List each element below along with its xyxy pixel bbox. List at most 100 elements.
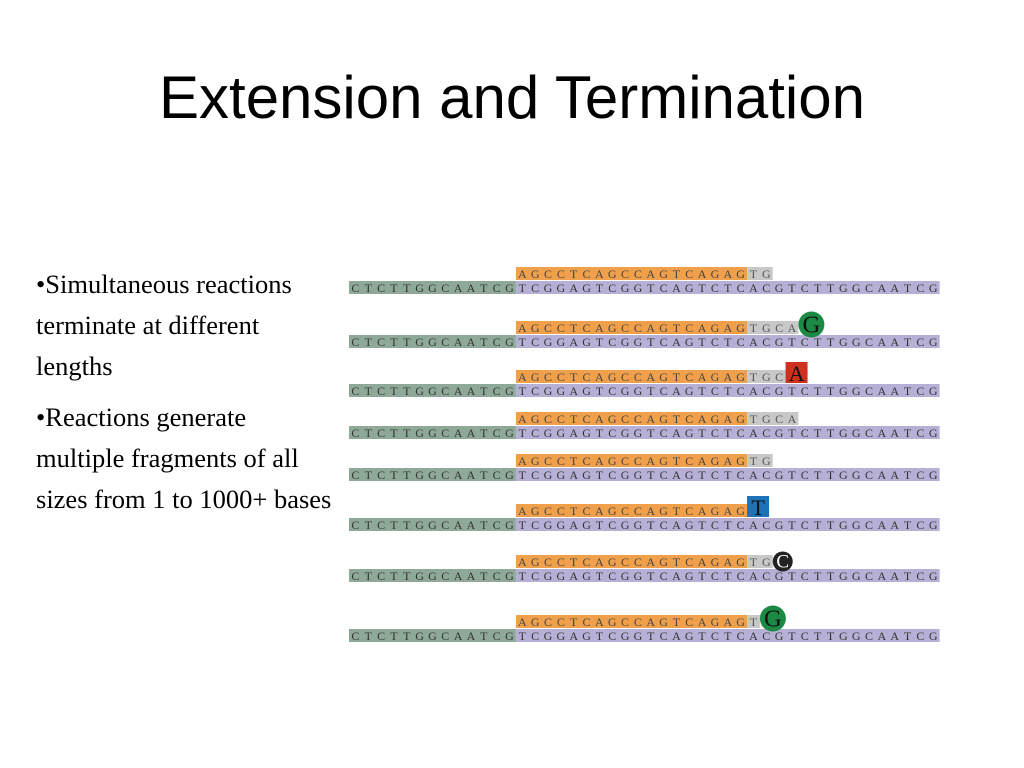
template-base: T [827,426,835,440]
template-base: C [916,518,924,532]
extension-base: T [750,615,758,629]
template-base: G [582,629,591,643]
primer-strand [515,267,748,280]
primer-base: T [673,267,681,281]
template-base: T [647,629,655,643]
template-base: A [890,426,899,440]
template-base: T [788,335,796,349]
template-base: C [865,518,873,532]
primer-base: A [518,267,527,281]
template-base: G [621,384,630,398]
template-base: G [557,468,566,482]
template-base: C [441,629,449,643]
primer-base: C [544,504,552,518]
template-base: C [351,468,359,482]
template-base: T [390,335,398,349]
template-base: T [724,518,732,532]
template-base: T [698,518,706,532]
template-base: T [596,569,604,583]
template-base: C [711,384,719,398]
template-base: C [660,518,668,532]
template-base: C [441,384,449,398]
primer-base: A [646,615,655,629]
template-base: T [724,569,732,583]
template-base: C [493,335,501,349]
primer-base: T [673,504,681,518]
template-base: A [454,468,463,482]
extension-base: T [750,555,758,569]
template-base: C [531,468,539,482]
template-base: T [365,281,373,295]
template-base: T [390,384,398,398]
template-base: A [890,384,899,398]
extension-base: G [762,412,771,426]
template-base: T [814,569,822,583]
template-base: G [685,569,694,583]
template-base: G [775,468,784,482]
template-base: A [749,335,758,349]
template-base: G [775,629,784,643]
template-base: G [415,384,424,398]
template-base: T [814,629,822,643]
template-base: C [801,335,809,349]
template-base: T [788,468,796,482]
template-base: G [505,281,514,295]
primer-base: G [659,267,668,281]
primer-base: A [646,370,655,384]
template-base: T [904,518,912,532]
template-base: C [608,468,616,482]
template-base: T [480,468,488,482]
primer-base: C [634,370,642,384]
template-base: G [544,569,553,583]
template-base: C [660,569,668,583]
primer-base: C [583,615,591,629]
template-base: C [493,629,501,643]
template-base: G [428,468,437,482]
extension-base: T [750,412,758,426]
primer-base: C [634,555,642,569]
primer-base: A [723,267,732,281]
template-base: T [596,468,604,482]
primer-base: G [659,454,668,468]
template-base: C [865,335,873,349]
primer-base: A [723,412,732,426]
template-base: T [480,629,488,643]
template-base: C [531,384,539,398]
extension-base: G [762,267,771,281]
primer-base: C [634,412,642,426]
primer-base: C [634,267,642,281]
template-base: T [904,281,912,295]
template-base: A [672,518,681,532]
template-base: T [827,468,835,482]
template-base: C [711,518,719,532]
template-base: C [916,281,924,295]
template-base: C [801,281,809,295]
primer-base: T [570,412,578,426]
primer-base: G [608,321,617,335]
template-base: G [557,569,566,583]
template-base: C [865,281,873,295]
primer-strand [515,615,748,628]
template-base: C [493,426,501,440]
template-base: G [852,569,861,583]
template-base: C [441,468,449,482]
template-base: G [929,384,938,398]
template-base: T [596,281,604,295]
template-base: C [660,335,668,349]
primer-base: G [736,454,745,468]
template-base: G [621,518,630,532]
template-base: G [415,518,424,532]
primer-base: G [608,267,617,281]
template-base: T [698,281,706,295]
template-base: C [916,629,924,643]
template-base: T [403,335,411,349]
template-strand-right [515,468,940,481]
primer-base: C [685,321,693,335]
extension-strand [747,454,773,467]
template-base: G [544,518,553,532]
primer-base: G [531,412,540,426]
template-base: G [839,426,848,440]
template-base: T [519,569,527,583]
template-base: C [711,426,719,440]
template-base: C [351,569,359,583]
